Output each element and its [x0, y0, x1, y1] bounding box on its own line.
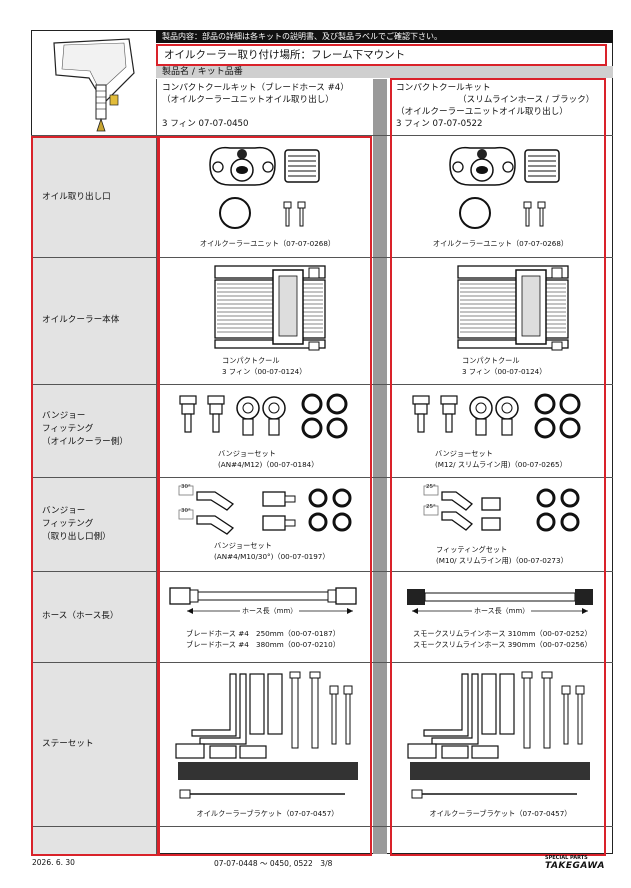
angle-label-left-2: 30° [181, 508, 191, 514]
product-band: 製品名 / キット品番 [156, 66, 613, 78]
banjo-set-illustration-left [179, 393, 348, 439]
kit-right-line1: コンパクトクールキット [396, 83, 491, 93]
row-line [31, 662, 613, 663]
angle-label-left-1: 30° [181, 484, 191, 490]
highlight-right-kit [390, 78, 606, 856]
caption-row1-right: オイルクーラーユニット（07-07-0268） [432, 239, 569, 248]
caption-row3-right: バンジョーセット(M12/ スリムライン用)（00-07-0265） [435, 449, 567, 469]
row-line [31, 826, 613, 827]
caption-row4-right: フィッティングセット(M10/ スリムライン用)（00-07-0273） [436, 545, 568, 565]
footer-brand-small: SPECIAL PARTS [545, 855, 588, 861]
kit-right-line3: （オイルクーラーユニットオイル取り出し） [396, 107, 568, 117]
cooler-core-illustration-left [214, 265, 326, 351]
caption-row5-right: スモークスリムラインホース 310mm（00-07-0252）スモークスリムライ… [413, 629, 592, 649]
kit-left-code: 3 フィン 07-07-0450 [162, 119, 249, 129]
slimline-hose-illustration-right [407, 589, 593, 605]
footer-page-ref: 07-07-0448 ～ 0450, 0522 3/8 [214, 859, 333, 868]
kit-right-code: 3 フィン 07-07-0522 [396, 119, 483, 129]
fitting-25deg-illustration-right [423, 485, 580, 532]
banjo-30deg-illustration-left [178, 485, 352, 535]
col-line [156, 79, 157, 854]
banjo-set-illustration-right [412, 393, 581, 439]
caption-row4-left: バンジョーセット(AN#4/M10/30°)（00-07-0197） [214, 541, 330, 561]
mount-location-title: オイルクーラー取り付け場所：フレーム下マウント [156, 44, 607, 66]
braided-hose-illustration-left [169, 587, 357, 605]
row-line [31, 477, 613, 478]
row-label-banjo-outlet-side: バンジョーフィッテング（取り出し口側） [42, 506, 111, 542]
cooler-core-illustration-right [457, 265, 569, 351]
kit-left-line2: （オイルクーラーユニットオイル取り出し） [162, 95, 334, 105]
oil-cooler-unit-illustration-right [449, 146, 560, 229]
footer-brand-logo: TAKEGAWA [545, 861, 605, 871]
row-label-cooler-body: オイルクーラー本体 [42, 315, 120, 325]
center-divider [373, 79, 387, 854]
hose-length-label-right: ホース長（mm） [472, 606, 532, 616]
highlight-label-column [31, 136, 159, 856]
row-label-stay-set: ステーセット [42, 739, 94, 749]
angle-label-right-2: 25° [426, 504, 436, 510]
row-line [31, 135, 613, 136]
row-line [31, 257, 613, 258]
row-label-banjo-cooler-side: バンジョーフィッテング（オイルクーラー側） [42, 411, 128, 447]
hose-length-label-left: ホース長（mm） [240, 606, 300, 616]
row-label-hose: ホース（ホース長） [42, 611, 119, 621]
caption-row5-left: ブレードホース #4 250mm（00-07-0187）ブレードホース #4 3… [186, 629, 340, 649]
row-line [31, 384, 613, 385]
mount-location-diagram [53, 38, 135, 132]
caption-row6-left: オイルクーラーブラケット（07-07-0457） [196, 809, 339, 818]
oil-cooler-unit-illustration-left [209, 146, 320, 229]
stay-set-illustration-right [407, 671, 590, 799]
kit-right-line2: （スリムラインホース / ブラック） [458, 95, 595, 105]
row-label-oil-outlet: オイル取り出し口 [42, 192, 111, 202]
highlight-left-kit [158, 136, 372, 856]
stay-set-illustration-left [175, 671, 358, 799]
footer-date: 2026. 6. 30 [32, 858, 75, 867]
caption-row1-left: オイルクーラーユニット（07-07-0268） [199, 239, 336, 248]
caption-row3-left: バンジョーセット(AN#4/M12)（00-07-0184） [218, 449, 319, 469]
row-line [31, 571, 613, 572]
caption-row6-right: オイルクーラーブラケット（07-07-0457） [429, 809, 572, 818]
angle-label-right-1: 25° [426, 484, 436, 490]
kit-left-line1: コンパクトクールキット（ブレードホース #4） [162, 83, 349, 93]
label-column [32, 135, 156, 854]
notice-bar: 製品内容：部品の詳細は各キットの説明書、及び製品ラベルでご確認下さい。 [156, 30, 613, 43]
